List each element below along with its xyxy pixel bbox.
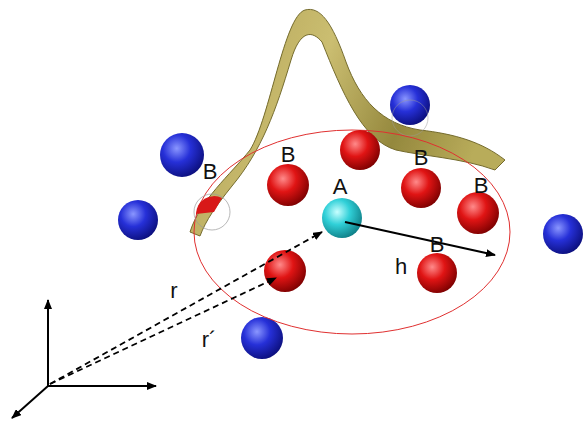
axis (12, 386, 48, 418)
vector-label: r´ (202, 329, 217, 351)
r-prime-vector (50, 278, 276, 384)
atom-label: A (333, 176, 348, 198)
atom-label: B (474, 175, 489, 197)
cutoff-circle (194, 130, 510, 334)
cyan-atom (322, 198, 362, 238)
blue-atom (118, 200, 158, 240)
axis (48, 385, 156, 387)
ghost-atom (392, 100, 428, 136)
h-arrow (345, 222, 495, 255)
red-atom (417, 253, 457, 293)
blue-atom (241, 317, 283, 359)
distance-label: h (395, 256, 407, 278)
r-vector (50, 232, 322, 384)
blue-atom (543, 214, 583, 254)
ghost-atom (194, 194, 230, 230)
red-atom (457, 192, 499, 234)
axis (47, 300, 49, 386)
vector-label: r (170, 280, 177, 302)
red-atom (264, 250, 306, 292)
atom-label: B (203, 161, 218, 183)
atom-label: B (414, 147, 429, 169)
red-atom-part (196, 196, 222, 214)
blue-atom (390, 85, 430, 125)
atom-label: B (430, 234, 445, 256)
atom-label: B (281, 144, 296, 166)
red-atom (401, 168, 441, 208)
red-atom (340, 130, 380, 170)
blue-atom (160, 133, 204, 177)
red-atom (267, 164, 309, 206)
